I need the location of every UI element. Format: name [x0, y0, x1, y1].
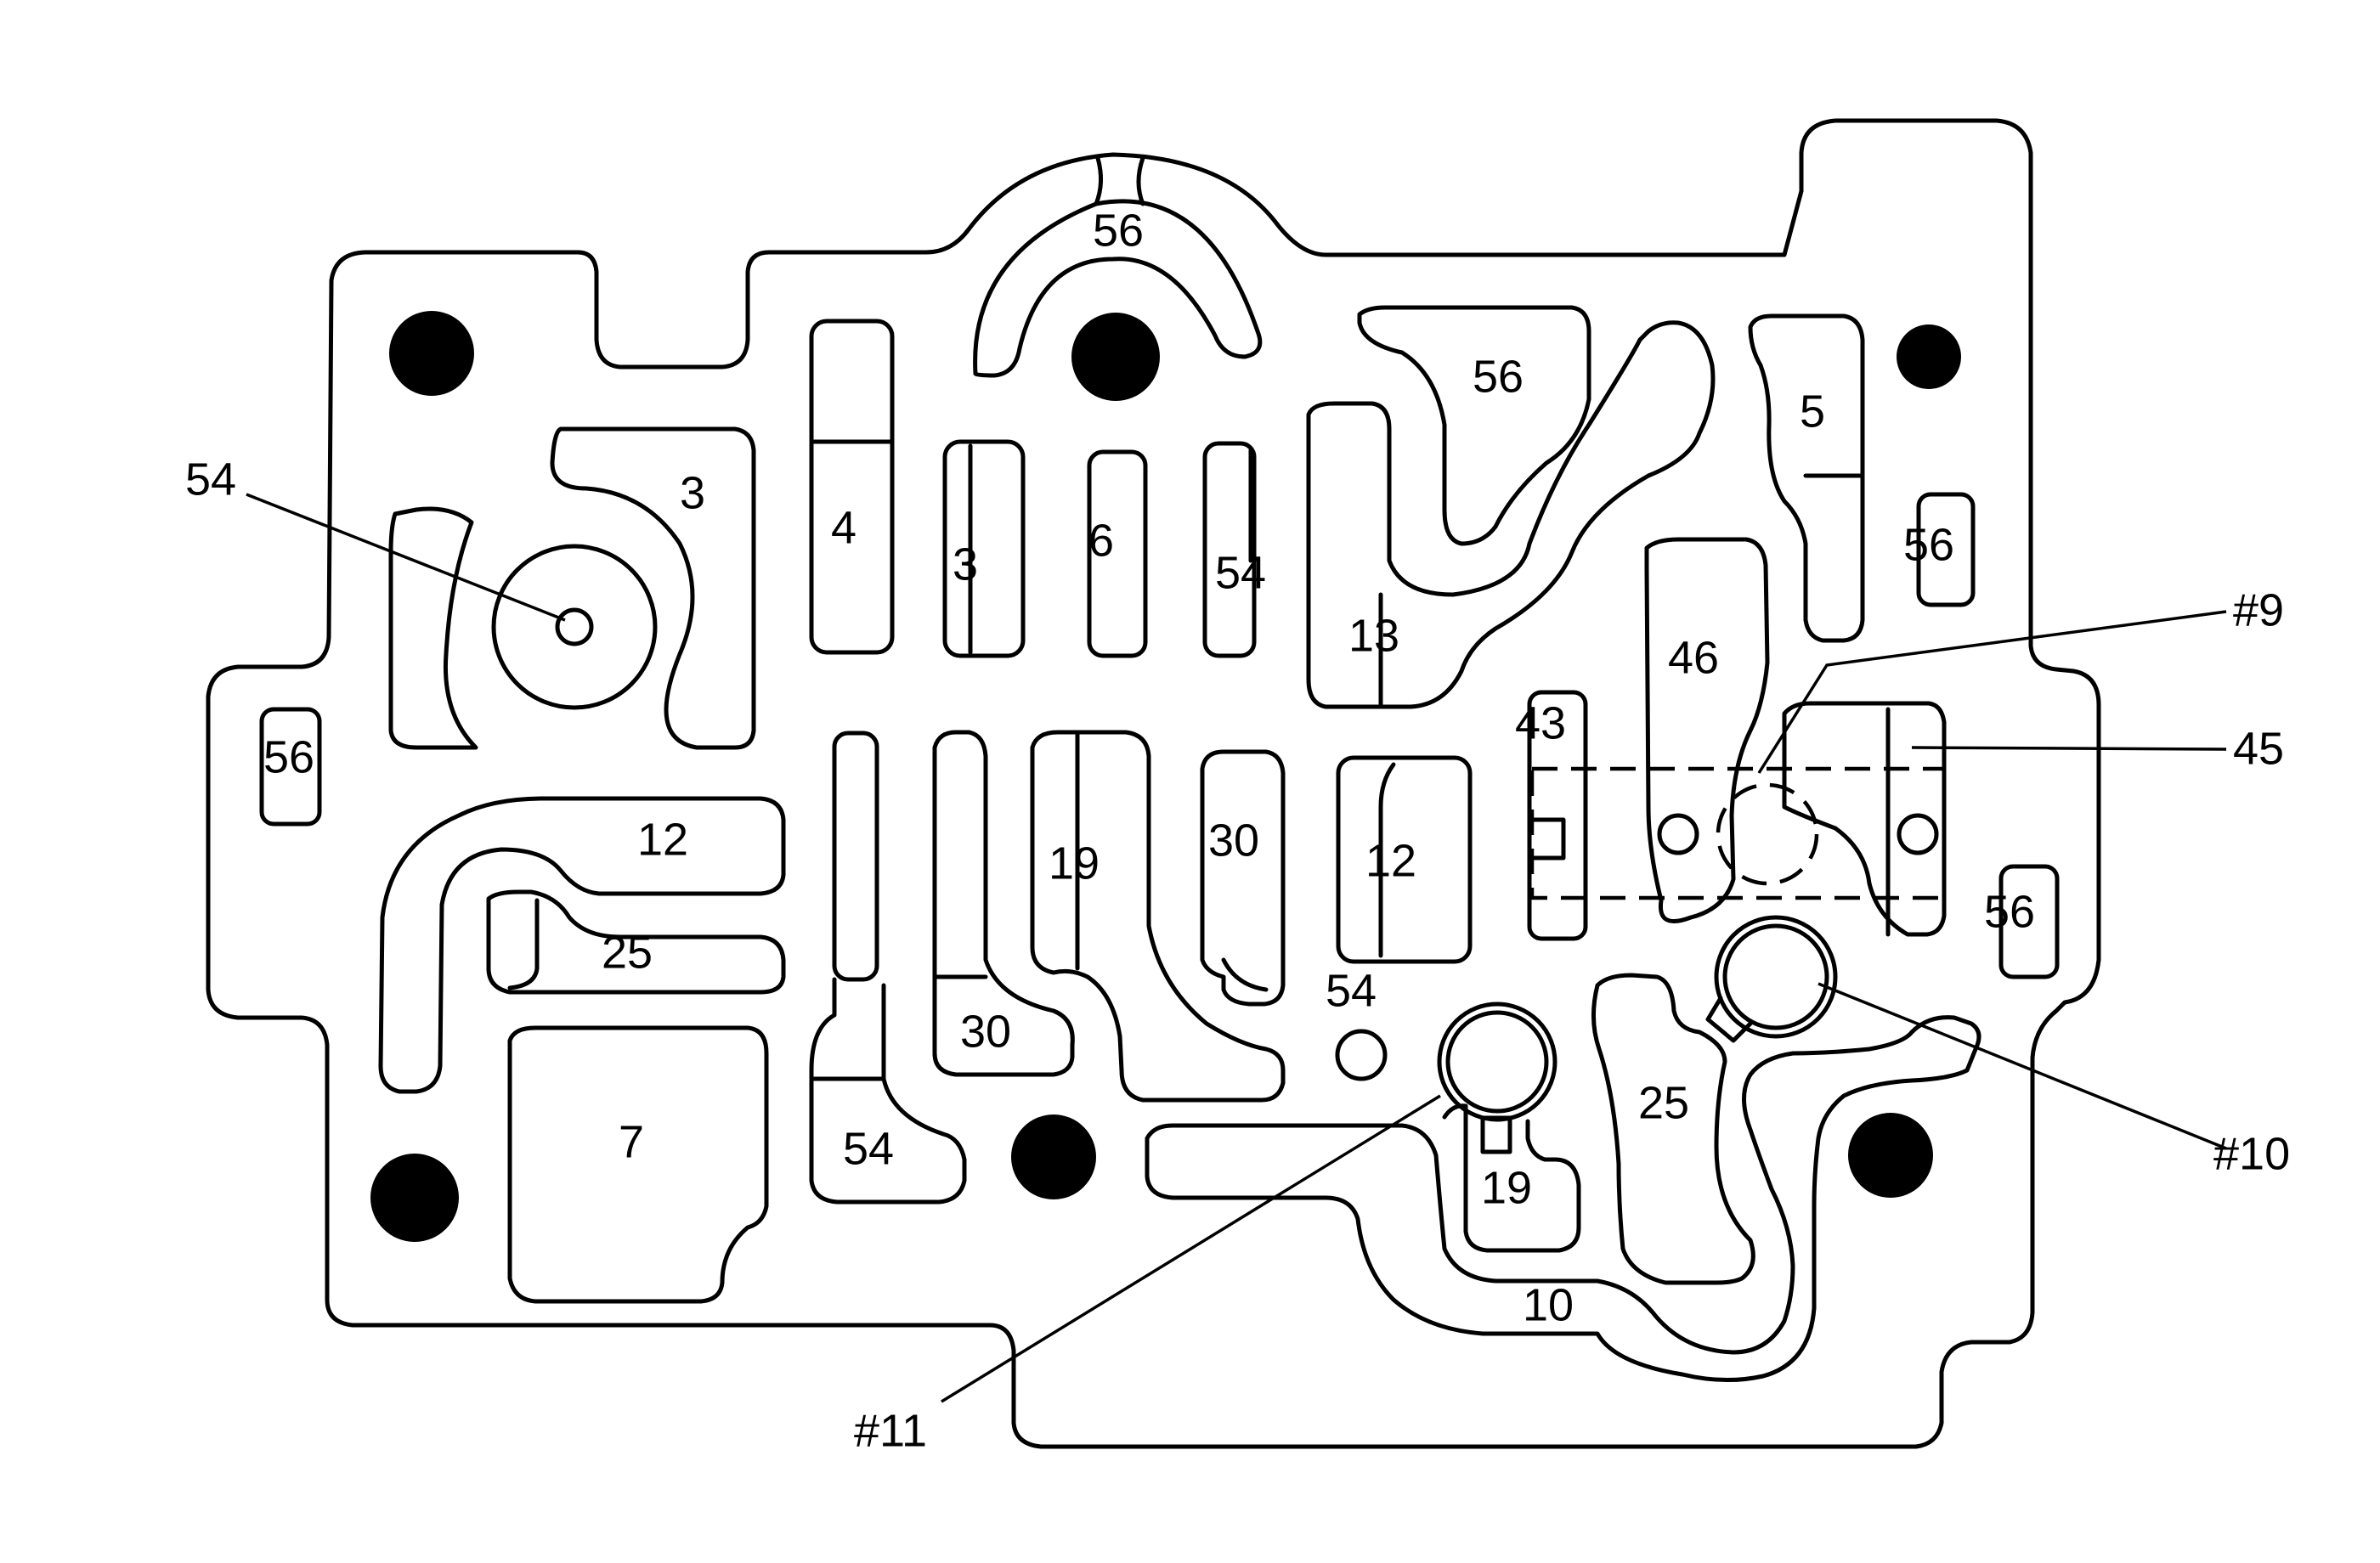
leader-45 — [1911, 746, 2227, 751]
channel-3-middle — [942, 439, 1026, 658]
channel-30-left — [832, 731, 879, 982]
label-25-left: 25 — [602, 927, 653, 978]
port-56-left — [259, 707, 322, 827]
label-12-right: 12 — [1365, 835, 1416, 886]
label-54-small: 54 — [1326, 965, 1377, 1016]
channel-25-right — [1591, 973, 1755, 1285]
label-54-lower: 54 — [843, 1123, 894, 1174]
check-ball-10-tab — [1705, 996, 1753, 1043]
channel-30-right-divider — [1221, 957, 1269, 992]
channel-54-lower — [809, 977, 967, 1205]
port-56-right-upper — [1916, 492, 1976, 607]
channel-30-right — [1200, 749, 1286, 1007]
channel-4 — [809, 319, 895, 655]
channel-13 — [1306, 320, 1716, 709]
label-56-upper: 56 — [1473, 351, 1524, 402]
check-ball-11-tab — [1480, 1115, 1512, 1154]
leader-11 — [941, 1094, 1441, 1403]
label-12-left: 12 — [637, 814, 688, 865]
label-5: 5 — [1800, 386, 1825, 437]
channel-30-lower — [932, 730, 1075, 1077]
check-ball-10-outer — [1714, 915, 1838, 1039]
label-3-middle: 3 — [953, 539, 978, 590]
channel-54-vertical — [1202, 441, 1257, 658]
callout-45: 45 — [2233, 723, 2284, 774]
leader-9 — [1757, 610, 2227, 774]
label-3-left: 3 — [680, 467, 705, 518]
label-56-top-arc: 56 — [1093, 205, 1144, 256]
channel-12-right-divider — [1378, 762, 1396, 958]
channel-19-lower — [1442, 1103, 1581, 1253]
channel-10 — [1145, 1015, 1981, 1382]
leader-10 — [1818, 982, 2227, 1150]
port-dot — [1897, 813, 1939, 855]
label-6: 6 — [1088, 515, 1114, 566]
label-56-left: 56 — [263, 731, 314, 782]
mounting-hole — [1848, 1113, 1933, 1198]
channel-25-divider — [507, 898, 540, 990]
mounting-hole — [1897, 324, 1961, 389]
label-7: 7 — [619, 1116, 644, 1167]
label-56-right-upper: 56 — [1903, 519, 1954, 570]
channel-6 — [1087, 449, 1148, 658]
label-46: 46 — [1668, 632, 1719, 683]
label-43: 43 — [1515, 697, 1566, 748]
body-outline — [206, 118, 2101, 1449]
channel-46 — [1644, 537, 1770, 923]
channel-5 — [1748, 313, 1865, 643]
port-56-right-lower — [1998, 864, 2060, 979]
dashed-separator-plate — [1529, 766, 1947, 900]
check-ball-11-outer — [1437, 1002, 1557, 1122]
label-30-right: 30 — [1208, 815, 1259, 866]
channel-56-divider — [1136, 155, 1145, 206]
channel-12-left — [378, 796, 786, 1094]
channel-45 — [1782, 701, 1947, 937]
callout-54: 54 — [185, 454, 236, 505]
mounting-hole — [370, 1154, 459, 1242]
label-4: 4 — [831, 502, 856, 553]
dashed-check-ball-9 — [1716, 782, 1819, 886]
callout-10: #10 — [2213, 1128, 2290, 1179]
callout-9: #9 — [2233, 584, 2284, 635]
piston-bore-outer — [491, 544, 658, 710]
channel-43 — [1527, 690, 1588, 941]
port-54-small — [1335, 1029, 1388, 1081]
label-30-lower: 30 — [960, 1006, 1011, 1057]
label-13: 13 — [1348, 610, 1399, 661]
check-ball-10-inner — [1722, 923, 1829, 1030]
label-54-vertical: 54 — [1215, 547, 1266, 598]
mounting-hole — [1011, 1114, 1096, 1199]
leader-54 — [246, 493, 566, 622]
check-ball-11-inner — [1445, 1010, 1549, 1114]
channel-3-left-inner — [388, 506, 478, 750]
channel-19-middle — [1030, 730, 1286, 1103]
port-dot — [1657, 813, 1699, 855]
channel-12-right — [1336, 755, 1473, 964]
mounting-hole — [389, 311, 474, 396]
callout-11: #11 — [854, 1405, 927, 1456]
channel-56-upper — [1357, 305, 1591, 546]
channel-56-divider — [1094, 155, 1103, 206]
label-56-right-lower: 56 — [1984, 886, 2035, 937]
label-10: 10 — [1523, 1279, 1574, 1330]
label-25-right: 25 — [1638, 1077, 1689, 1128]
label-19-lower: 19 — [1481, 1162, 1532, 1213]
channel-43-notch — [1531, 817, 1566, 860]
mounting-hole — [1071, 313, 1160, 401]
channel-25-left — [486, 889, 786, 995]
label-19-middle: 19 — [1049, 838, 1100, 889]
channel-7 — [507, 1025, 769, 1304]
piston-bore-inner — [555, 607, 594, 646]
channel-3-left — [550, 426, 756, 750]
